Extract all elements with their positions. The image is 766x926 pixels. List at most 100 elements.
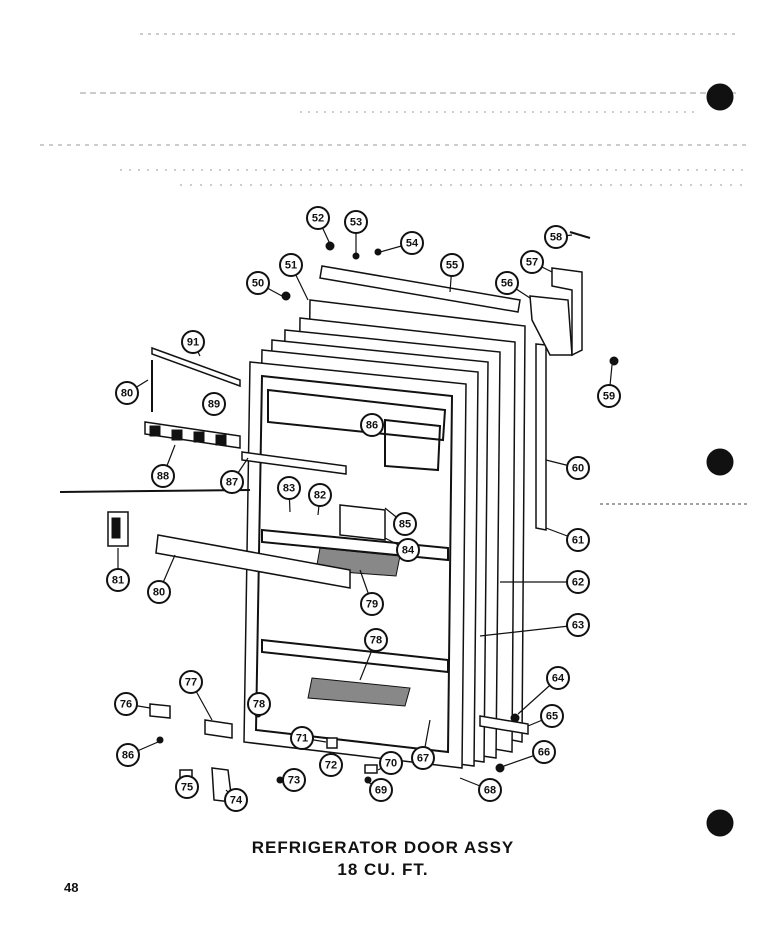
top-channel [319,265,521,313]
callout-c61: 61 [545,527,590,552]
callout-number: 67 [417,753,429,765]
callout-c76: 76 [114,692,151,716]
callout-bubble [147,580,171,604]
callout-c50: 50 [246,271,283,297]
callout-number: 53 [350,217,362,229]
side-bracket [107,511,129,547]
callout-c51: 51 [279,253,309,301]
callout-c67: 67 [411,719,435,770]
hinge-top [529,231,591,357]
callout-bubble [306,206,330,230]
callout-c58: 58 [544,225,573,249]
callout-c91: 91 [181,330,205,357]
callout-number: 86 [366,420,378,432]
callout-number: 76 [120,699,132,711]
callout-number: 82 [314,490,326,502]
callout-c65: 65 [527,704,564,728]
callout-bubble [175,775,199,799]
callout-bubble [151,464,175,488]
callout-c83: 83 [277,476,301,513]
callout-bubble [279,253,303,277]
callout-c70: 70 [377,751,403,775]
callout-c77: 77 [179,670,213,721]
callout-c57: 57 [520,250,553,274]
callout-number: 57 [526,257,538,269]
leader-line [479,624,579,637]
callout-number: 69 [375,785,387,797]
callout-number: 72 [325,760,337,772]
callout-c69b: 69 [367,778,393,802]
callout-number: 63 [572,620,584,632]
callout-bubble [319,753,343,777]
callout-bubble [566,613,590,637]
callout-c79: 79 [359,569,384,616]
callout-bubble [202,392,226,416]
callout-c76b: 78 [247,692,271,716]
callout-bubble [360,413,384,437]
callout-number: 70 [385,758,397,770]
callout-c62: 62 [500,570,590,594]
callout-bubble [344,210,368,234]
page-number: 48 [64,880,79,895]
callout-number: 85 [399,519,411,531]
callout-number: 83 [283,483,295,495]
callout-bubble [277,476,301,500]
callout-bubble [566,528,590,552]
callout-bubble [566,570,590,594]
callout-number: 91 [187,337,199,349]
callout-number: 50 [252,278,264,290]
callout-c73: 73 [280,768,306,792]
callout-bubble [116,743,140,767]
callout-number: 68 [484,785,496,797]
callout-bubble [282,768,306,792]
callout-number: 84 [402,545,415,557]
callout-number: 71 [296,733,308,745]
callout-number: 75 [181,782,193,794]
callout-bubble [181,330,205,354]
callout-number: 80 [121,388,133,400]
callout-c78: 78 [359,628,388,681]
hole-punch-mark [706,809,734,837]
callout-bubble [247,692,271,716]
shelf-retainer-bar [151,346,241,412]
callout-c68: 68 [459,777,502,802]
callout-c80t: 80 [115,379,149,405]
callout-c66r: 66 [503,740,556,767]
callout-bubble [546,666,570,690]
scan-streak [59,489,251,493]
callout-number: 52 [312,213,324,225]
callout-number: 77 [185,677,197,689]
callout-number: 62 [572,577,584,589]
callout-c87: 87 [220,457,249,494]
callout-bubble [246,271,270,295]
hole-punch-mark [706,448,734,476]
callout-c80b: 80 [147,554,176,604]
callout-number: 56 [501,278,513,290]
callout-bubble [411,746,435,770]
callout-number: 86 [122,750,134,762]
callout-c89: 89 [202,392,226,416]
callout-c54: 54 [379,231,424,255]
callout-bubble [478,778,502,802]
upper-bar [241,451,347,475]
callout-c75: 75 [175,775,199,799]
foam-strip [535,343,547,531]
callout-c53: 53 [344,210,368,254]
callout-number: 74 [230,795,243,807]
callout-number: 88 [157,471,169,483]
callout-bubble [308,483,332,507]
callout-number: 79 [366,599,378,611]
callout-bubble [540,704,564,728]
callout-c86b: 86 [116,741,159,767]
callout-c60r: 60 [545,456,590,480]
callout-number: 80 [153,587,165,599]
callout-c63: 63 [479,613,590,637]
callout-bubble [495,271,519,295]
callout-number: 78 [370,635,382,647]
callout-c88: 88 [151,444,176,488]
callout-c86m: 86 [360,413,384,437]
callout-number: 59 [603,391,615,403]
callout-c52: 52 [306,206,331,245]
diagram-subtitle: 18 CU. FT. [337,860,429,879]
